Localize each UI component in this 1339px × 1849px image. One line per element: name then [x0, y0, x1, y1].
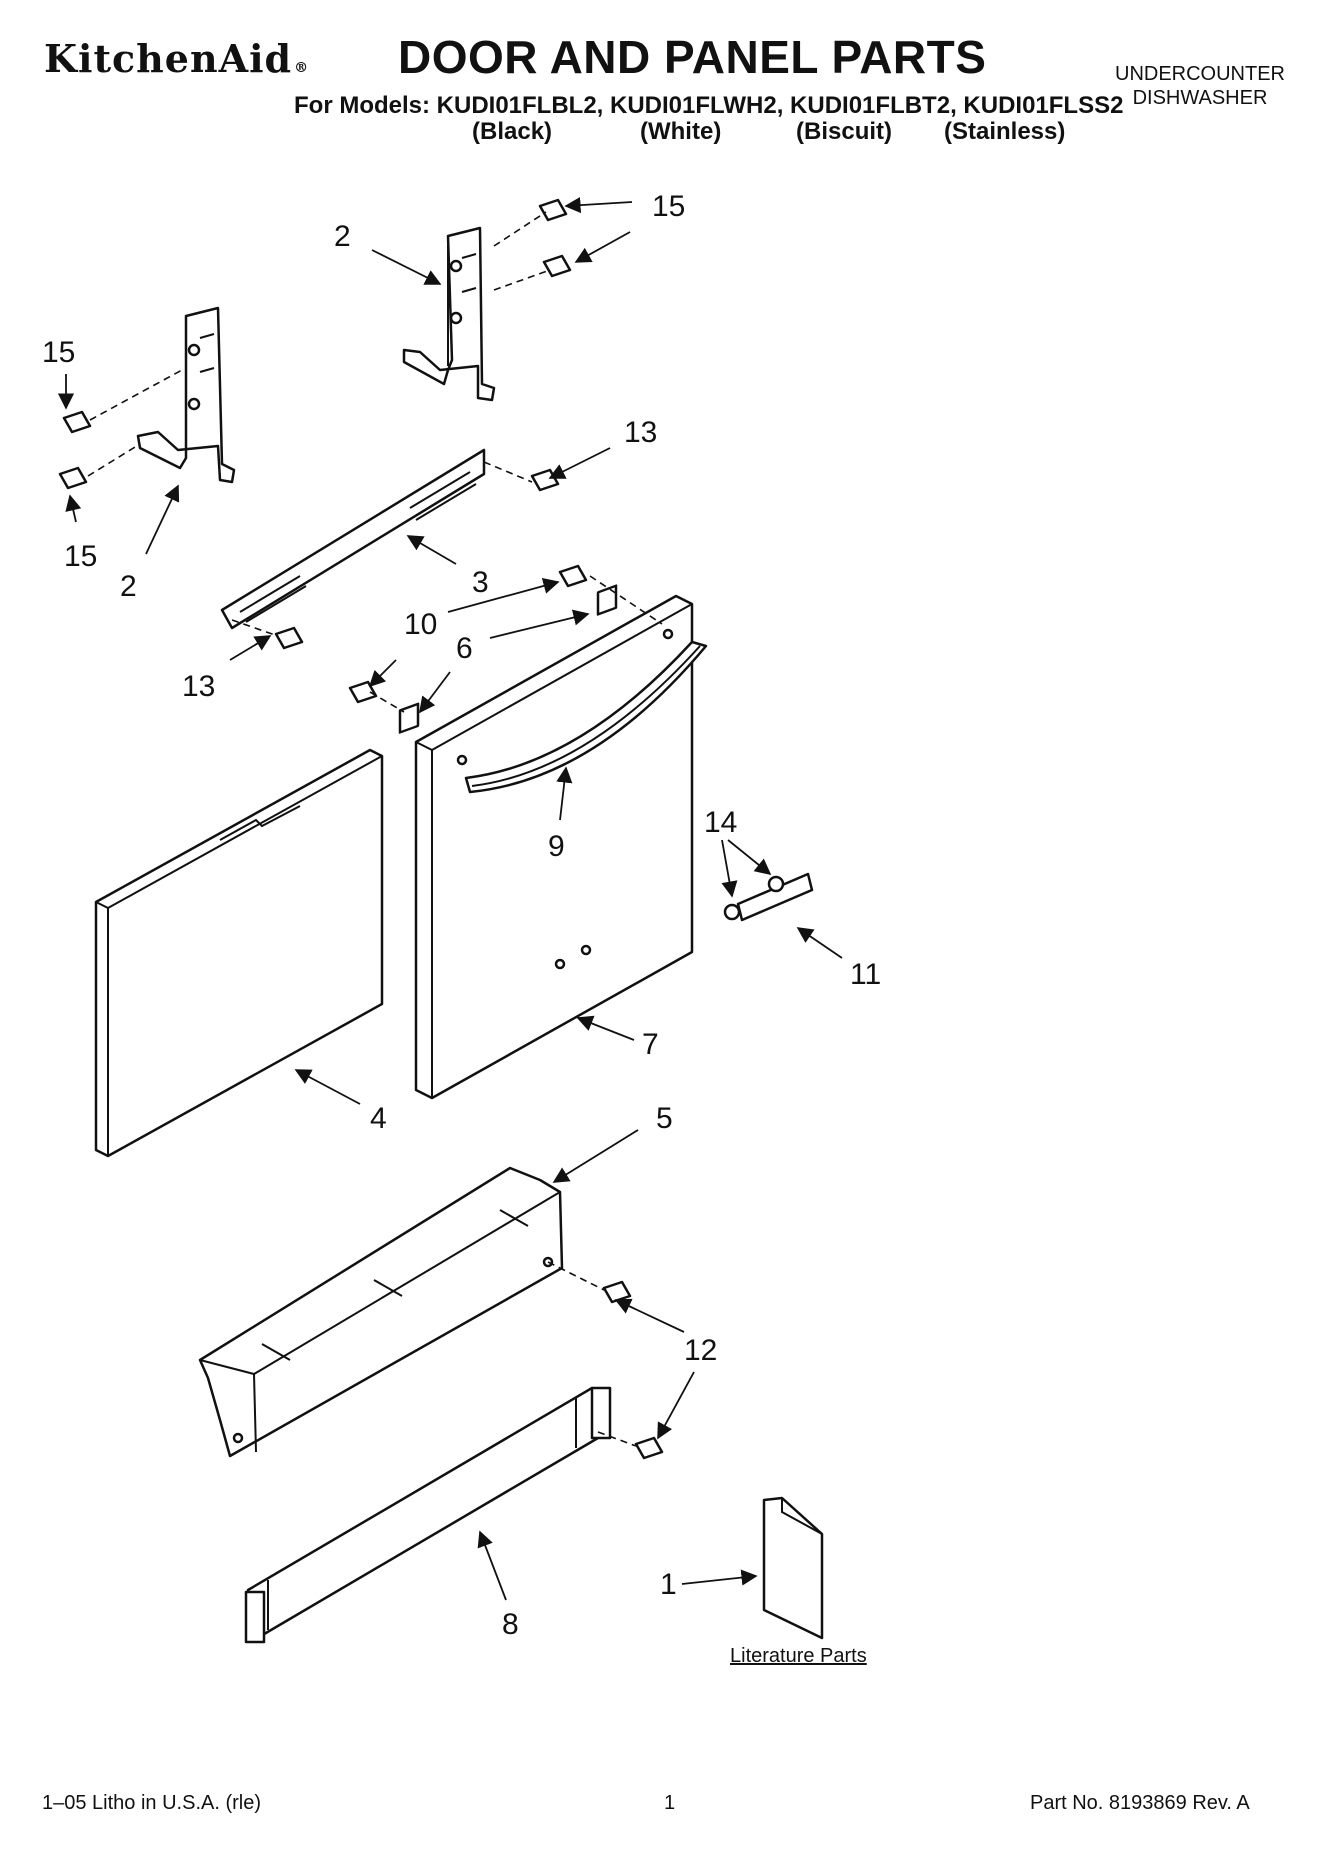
callout-3: 3 [472, 566, 489, 599]
variant-biscuit: (Biscuit) [796, 118, 892, 145]
callout-15a: 15 [652, 190, 685, 223]
callout-8: 8 [502, 1608, 519, 1641]
callout-10: 10 [404, 608, 437, 641]
inner-door-panel [94, 748, 384, 1158]
handle-clips [398, 584, 618, 734]
literature-pack [762, 1496, 824, 1640]
variant-stainless: (Stainless) [944, 118, 1066, 145]
callout-2a: 2 [334, 220, 351, 253]
literature-parts-label: Literature Parts [730, 1645, 867, 1667]
kick-plate [244, 1386, 612, 1644]
callout-13a: 13 [624, 416, 657, 449]
callout-12: 12 [684, 1334, 717, 1367]
callout-9: 9 [548, 830, 565, 863]
appliance-type: UNDERCOUNTER DISHWASHER [1100, 62, 1300, 110]
brand-logo: KitchenAid® [44, 36, 310, 81]
callout-2b: 2 [120, 570, 137, 603]
callout-7: 7 [642, 1028, 659, 1061]
assembly-lines [87, 211, 663, 1447]
callout-6: 6 [456, 632, 473, 665]
leader-arrows [57, 197, 843, 1601]
appliance-line-1: UNDERCOUNTER [1115, 63, 1285, 85]
variant-black: (Black) [472, 118, 553, 145]
callout-14: 14 [704, 806, 737, 839]
callout-5: 5 [656, 1102, 673, 1135]
toe-panel [198, 1166, 564, 1458]
page-title: DOOR AND PANEL PARTS [398, 31, 987, 83]
footer-litho: 1–05 Litho in U.S.A. (rle) [42, 1792, 261, 1814]
hinge-bracket-left [136, 306, 236, 484]
callout-15c: 15 [64, 540, 97, 573]
callout-15b: 15 [42, 336, 75, 369]
hinge-bracket-right [402, 226, 496, 402]
callout-4: 4 [370, 1102, 387, 1135]
footer-part-number: Part No. 8193869 Rev. A [1030, 1792, 1250, 1814]
nameplate-badge [723, 872, 814, 922]
callout-1: 1 [660, 1568, 677, 1601]
door-rail [220, 448, 486, 630]
models-line: For Models: KUDI01FLBL2, KUDI01FLWH2, KU… [294, 92, 1124, 119]
variant-white: (White) [640, 118, 722, 145]
door-handle [464, 640, 708, 794]
callout-13b: 13 [182, 670, 215, 703]
appliance-line-2: DISHWASHER [1132, 87, 1268, 109]
footer-page-number: 1 [664, 1792, 676, 1814]
callout-11: 11 [850, 958, 881, 991]
